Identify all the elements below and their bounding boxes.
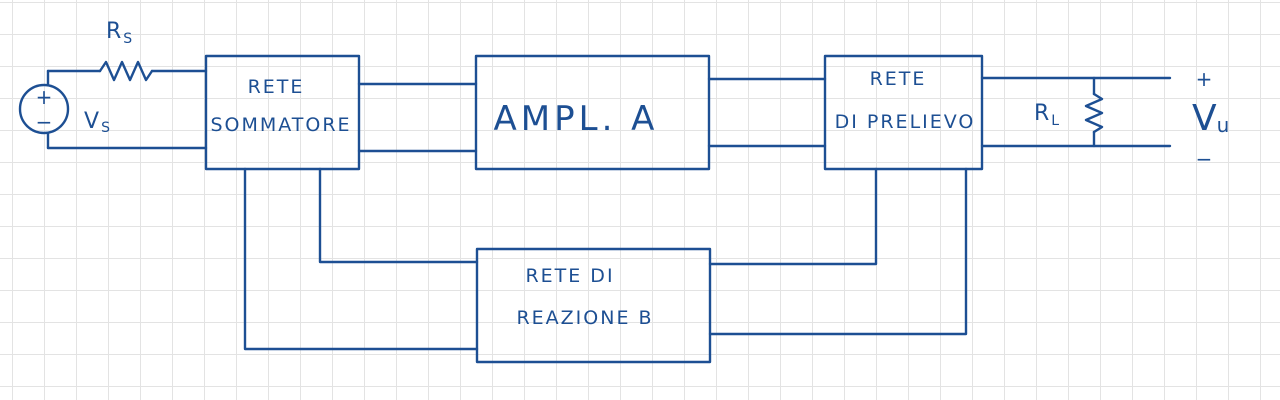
voltage-source: + − [18, 83, 70, 135]
wire-feedback-to-summing-outer [243, 167, 479, 351]
rs-resistor-zigzag [98, 60, 154, 82]
amplifier-block [474, 54, 711, 171]
sampling-block-line1: RETE [870, 68, 927, 90]
source-circle [18, 83, 70, 135]
rs-label: RS [106, 19, 132, 47]
source-label: VS [84, 109, 110, 136]
source-minus-sign: − [36, 110, 53, 134]
wire-sampling-to-feedback-inner [708, 167, 878, 266]
output-plus-sign: + [1196, 67, 1213, 91]
feedback-block-line2: REAZIONE B [516, 307, 653, 329]
output-minus-sign: − [1196, 147, 1213, 171]
sampling-network-block [823, 54, 984, 171]
feedback-network-block [475, 247, 712, 364]
wire-sampling-to-feedback-outer [708, 167, 968, 336]
summing-block-line2: SOMMATORE [210, 114, 351, 136]
sampling-block-line2: DI PRELIEVO [835, 111, 976, 133]
output-voltage-label: Vu [1192, 98, 1229, 139]
wire-feedback-to-summing-inner [318, 167, 479, 264]
rl-label: RL [1034, 101, 1059, 129]
feedback-block-line1: RETE DI [525, 265, 614, 287]
amplifier-label: AMPL. A [494, 99, 659, 139]
source-plus-sign: + [36, 85, 53, 109]
rl-resistor-zigzag [1084, 92, 1104, 134]
summing-block-line1: RETE [248, 76, 305, 98]
summing-network-block [204, 54, 361, 171]
